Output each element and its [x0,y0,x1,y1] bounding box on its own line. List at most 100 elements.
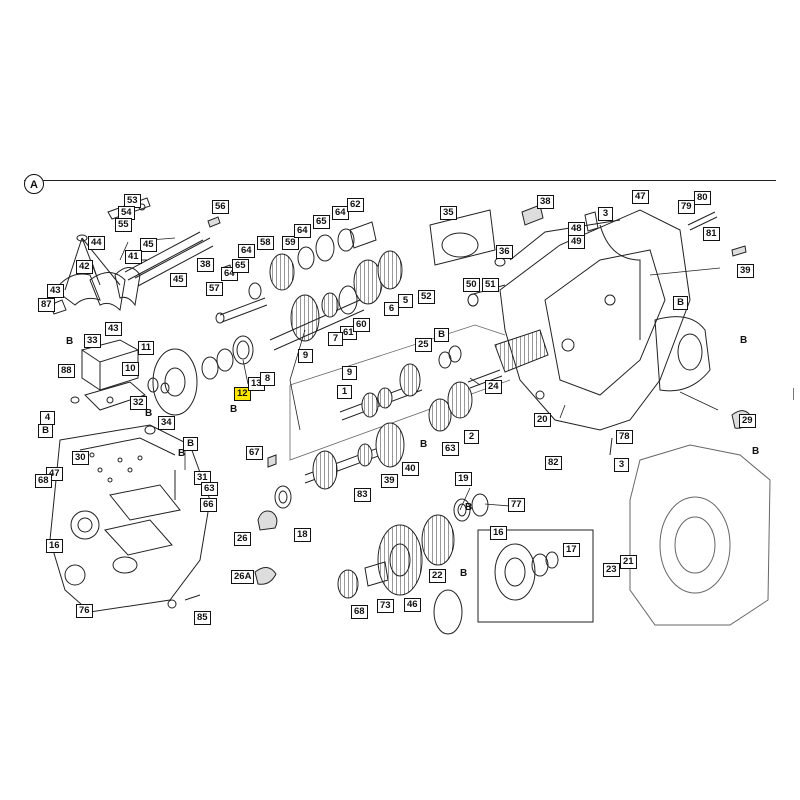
callout-47[interactable]: 47 [632,190,649,204]
ref-letter-B-8: B [465,502,473,513]
callout-3b[interactable]: 78 [616,430,633,444]
rear-housing-outline [629,444,771,626]
callout-39b[interactable]: 63 [201,482,218,496]
callout-8[interactable]: 8 [260,372,275,386]
callout-67[interactable]: 4 [40,411,55,425]
callout-77[interactable]: 39 [381,474,398,488]
callout-49[interactable]: 49 [568,235,585,249]
valve-block [70,339,146,411]
ref-letter-B-6: B [752,446,760,457]
callout-64b[interactable]: 64 [294,224,311,238]
callout-43[interactable]: 43 [47,284,64,298]
callout-50[interactable]: 50 [463,278,480,292]
callout-31[interactable]: 30 [72,451,89,465]
callout-44[interactable]: 44 [88,236,105,250]
callout-57[interactable]: 57 [206,282,223,296]
callout-16[interactable]: 19 [455,472,472,486]
callout-47b[interactable]: 3 [614,458,629,472]
callout-68b[interactable]: 26A [231,570,255,584]
callout-3[interactable]: 3 [598,207,613,221]
callout-74[interactable]: 22 [429,569,446,583]
callout-68[interactable]: 29 [739,414,756,428]
gearbox-housing-left [49,424,211,613]
callout-82[interactable]: 2 [464,430,479,444]
callout-55[interactable]: 55 [115,218,132,232]
callout-22[interactable]: 68 [351,605,368,619]
callout-7[interactable]: 7 [328,332,343,346]
callout-20[interactable]: 63 [442,442,459,456]
callout-39[interactable]: 39 [737,264,754,278]
callout-87[interactable]: 87 [38,298,55,312]
callout-26A[interactable]: 17 [563,543,580,557]
callout-21[interactable]: 46 [404,598,421,612]
callout-5[interactable]: 5 [398,294,413,308]
callout-38[interactable]: 38 [197,258,214,272]
callout-62[interactable]: 62 [347,198,364,212]
callout-88[interactable]: 88 [58,364,75,378]
ref-letter-B-1: B [66,336,74,347]
callout-9[interactable]: 9 [298,349,313,363]
callout-41[interactable]: 41 [125,250,142,264]
clip-icon [257,510,278,531]
callout-85[interactable]: 26 [234,532,251,546]
callout-19[interactable]: 40 [402,462,419,476]
ref-letter-B-4: B [420,439,428,450]
callout-10[interactable]: 10 [122,362,139,376]
callout-4[interactable]: 1 [337,385,352,399]
callout-65b[interactable]: 65 [232,259,249,273]
callout-38b[interactable]: 38 [537,195,554,209]
callout-27[interactable]: 21 [620,555,637,569]
callout-6[interactable]: 6 [384,302,399,316]
callout-B-top[interactable]: B [673,296,688,310]
callout-80[interactable]: 80 [694,191,711,205]
callout-59[interactable]: 59 [282,236,299,250]
callout-43b[interactable]: 43 [105,322,122,336]
callout-34[interactable]: 34 [158,416,175,430]
callout-52[interactable]: 52 [418,290,435,304]
callout-76[interactable]: 16 [46,539,63,553]
ref-letter-B-9: B [178,448,186,459]
callout-16b[interactable]: 18 [294,528,311,542]
callout-9b[interactable]: 9 [342,366,357,380]
callout-25[interactable]: B [434,328,449,342]
callout-45[interactable]: 45 [140,238,157,252]
callout-42[interactable]: 42 [76,260,93,274]
callout-32[interactable]: 32 [130,396,147,410]
callout-1[interactable]: 24 [485,380,502,394]
callout-51[interactable]: 51 [482,278,499,292]
callout-83[interactable]: 66 [200,498,217,512]
callout-28[interactable]: 23 [603,563,620,577]
callout-18[interactable]: 83 [354,488,371,502]
callout-56[interactable]: 56 [212,200,229,214]
callout-29[interactable]: 20 [534,413,551,427]
callout-65[interactable]: 65 [313,215,330,229]
callout-24[interactable]: 25 [415,338,432,352]
callout-23[interactable]: 73 [377,599,394,613]
callout-46[interactable]: 85 [194,611,211,625]
callout-81[interactable]: 81 [703,227,720,241]
callout-63[interactable]: B [38,424,53,438]
callout-26[interactable]: 16 [490,526,507,540]
callout-78[interactable]: 67 [246,446,263,460]
callout-45b[interactable]: 45 [170,273,187,287]
callout-30[interactable]: 82 [545,456,562,470]
sleeve-icon [267,204,747,468]
callout-64[interactable]: 64 [238,244,255,258]
callout-2[interactable]: B [183,437,198,451]
callout-79[interactable]: 79 [678,200,695,214]
callout-48[interactable]: 48 [568,222,585,236]
callout-73[interactable]: 76 [76,604,93,618]
callout-58[interactable]: 58 [257,236,274,250]
callout-60[interactable]: 60 [353,318,370,332]
callout-35[interactable]: 35 [440,206,457,220]
callout-64c[interactable]: 64 [332,206,349,220]
input-shaft-assembly [215,221,403,351]
callout-66[interactable]: 68 [35,474,52,488]
callout-11[interactable]: 11 [138,341,155,355]
callout-17[interactable]: 77 [508,498,525,512]
callout-12-highlighted[interactable]: 12 [234,387,251,401]
callout-33[interactable]: 33 [84,334,101,348]
callout-36[interactable]: 36 [496,245,513,259]
